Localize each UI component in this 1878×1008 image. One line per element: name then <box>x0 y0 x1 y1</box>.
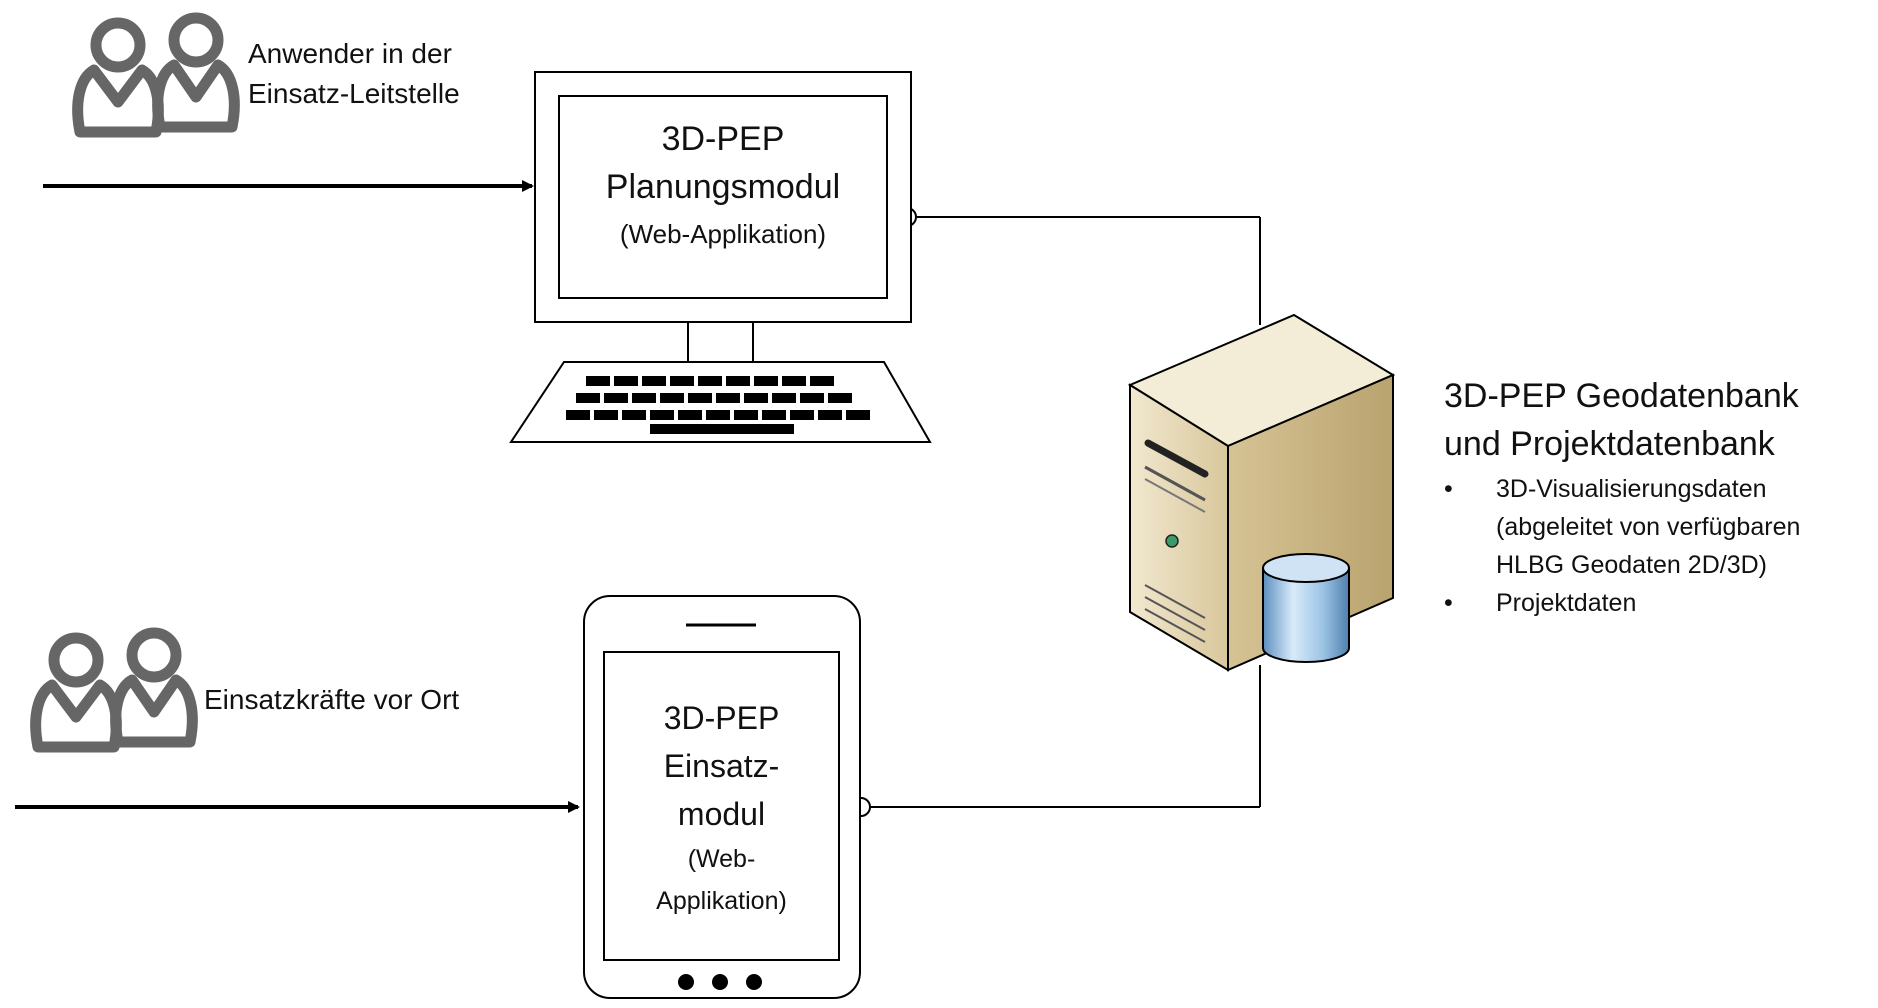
planning-module-label: 3D-PEP Planungsmodul (Web-Applikation) <box>559 115 887 257</box>
field-module-type-2: Applikation) <box>656 887 787 915</box>
database-bullet-visualization-line2: (abgeleitet von verfügbaren <box>1496 513 1801 541</box>
database-title-line2: und Projektdatenbank <box>1444 425 1775 463</box>
field-module-title: 3D-PEP <box>663 700 780 736</box>
database-label: 3D-PEP Geodatenbank und Projektdatenbank… <box>1444 372 1800 622</box>
database-cylinder-icon <box>1262 553 1350 663</box>
database-bullet-visualization-line3: HLBG Geodaten 2D/3D) <box>1496 551 1767 579</box>
field-module-subtitle-1: Einsatz- <box>663 748 780 784</box>
server-icon <box>1127 313 1396 672</box>
database-content-list: 3D-Visualisierungsdaten (abgeleitet von … <box>1444 470 1800 622</box>
field-users-label: Einsatzkräfte vor Ort <box>204 684 460 715</box>
database-title-line1: 3D-PEP Geodatenbank <box>1444 377 1799 415</box>
connector-field-to-server <box>867 665 1261 808</box>
connector-planning-to-server <box>912 216 1261 325</box>
users-icon <box>30 627 198 753</box>
tablet-icon <box>583 595 861 999</box>
field-module-type-1: (Web- <box>687 845 756 873</box>
field-module-label: 3D-PEP Einsatz- modul (Web- Applikation) <box>604 694 839 922</box>
control-room-users-line1: Anwender in der <box>248 38 452 69</box>
desktop-computer-icon <box>534 71 912 362</box>
keyboard-icon <box>509 361 932 443</box>
planning-module-subtitle: Planungsmodul <box>605 168 841 206</box>
control-room-users-label: Anwender in der Einsatz-Leitstelle <box>248 34 460 114</box>
database-bullet-visualization-line1: 3D-Visualisierungsdaten <box>1496 475 1767 503</box>
users-icon <box>72 12 240 138</box>
planning-module-title: 3D-PEP <box>661 120 785 158</box>
control-room-users-line2: Einsatz-Leitstelle <box>248 78 460 109</box>
database-bullet-project-line1: Projektdaten <box>1496 589 1637 617</box>
database-bullet-visualization: 3D-Visualisierungsdaten (abgeleitet von … <box>1444 470 1800 584</box>
database-bullet-project: Projektdaten <box>1444 584 1800 622</box>
planning-module-type: (Web-Applikation) <box>619 219 827 249</box>
field-module-subtitle-2: modul <box>677 796 766 832</box>
